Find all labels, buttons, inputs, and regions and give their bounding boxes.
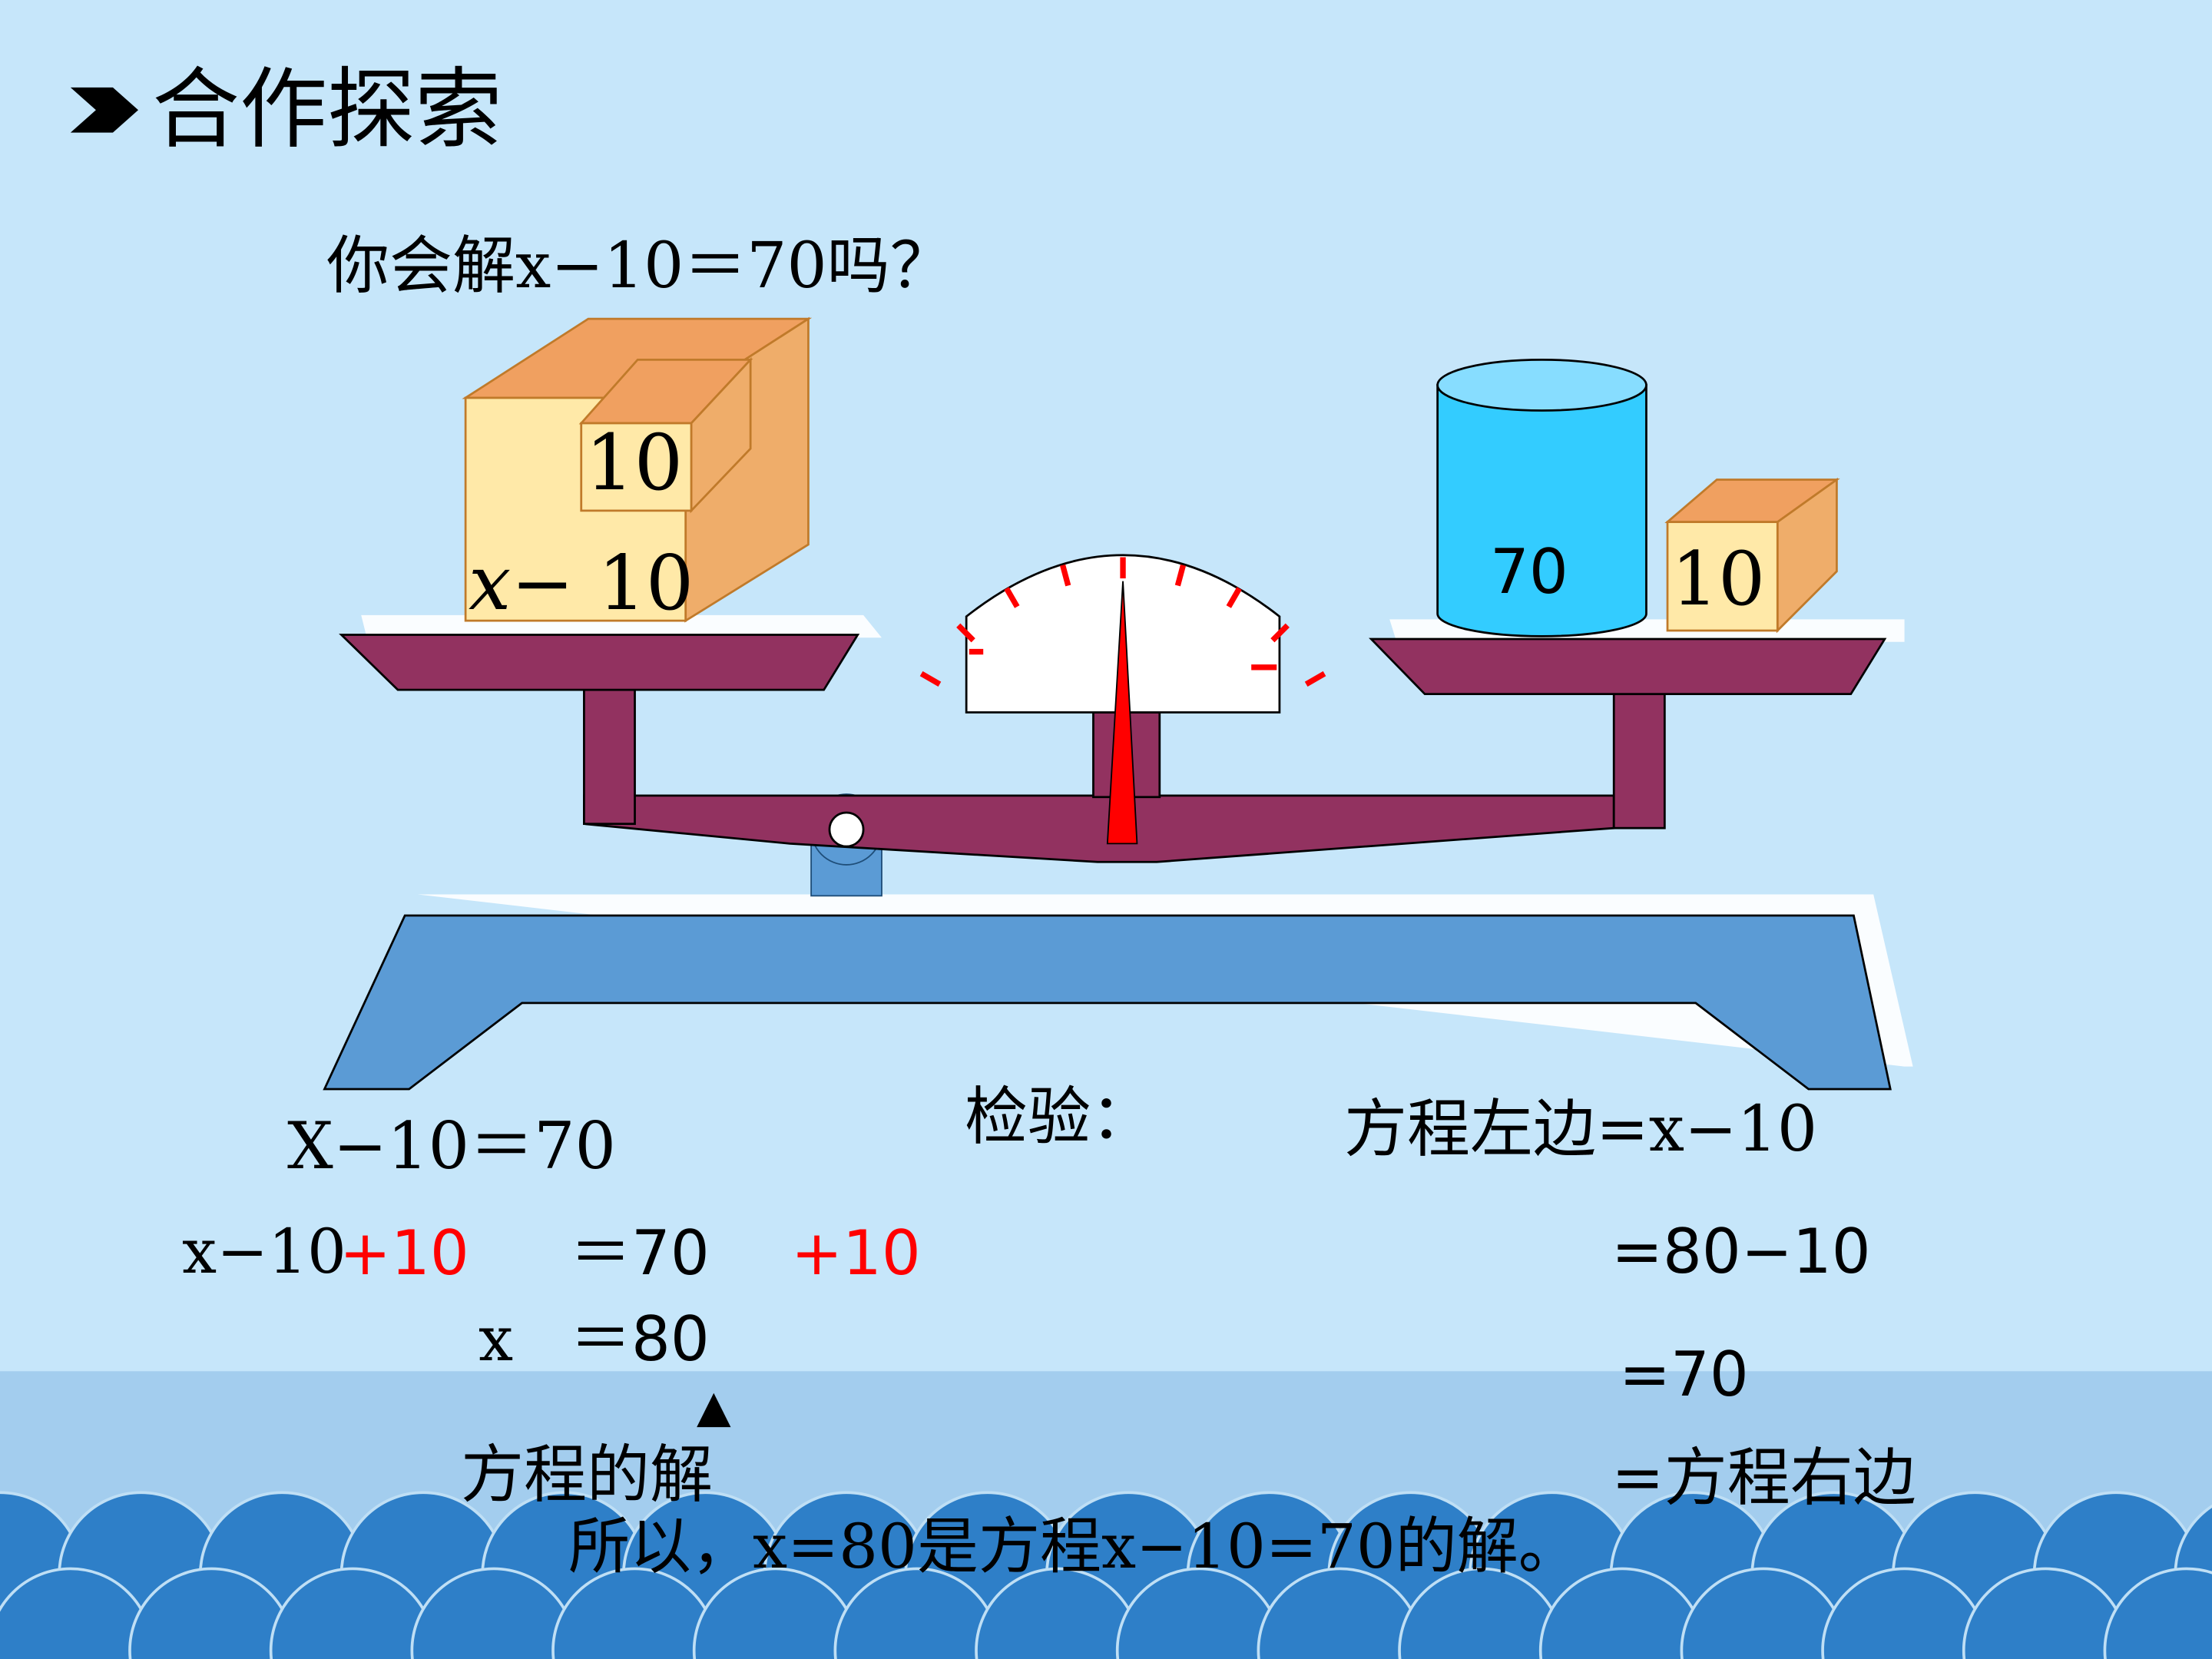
scale-base	[323, 894, 1913, 1091]
dial-tick	[1226, 587, 1242, 608]
pivot-hole	[828, 811, 865, 848]
check-line-3: =70	[1619, 1339, 1749, 1410]
solution-line-2-left: x−10	[182, 1216, 346, 1287]
block-label-variable: x	[469, 540, 512, 628]
wave-bump	[2103, 1567, 2212, 1659]
check-label: 检验：	[965, 1081, 1154, 1154]
notch-label: 10	[585, 418, 684, 508]
x-minus-10-block	[462, 316, 813, 623]
solution-label: 方程的解	[461, 1439, 714, 1512]
dial-tick	[1060, 564, 1071, 587]
solution-line-2-plus-a: +10	[339, 1217, 469, 1289]
chevron-icon	[70, 87, 138, 133]
solution-line-3-variable: x	[478, 1303, 514, 1375]
dial	[919, 554, 1326, 845]
ten-cube	[1664, 477, 1840, 634]
check-line-1: 方程左边=x−10	[1344, 1093, 1818, 1166]
check-line-2: =80−10	[1611, 1216, 1871, 1287]
block-label-rest: − 10	[511, 540, 694, 628]
right-pan	[1369, 619, 1905, 696]
wave-decoration	[0, 1371, 2212, 1659]
dial-tick	[919, 671, 942, 687]
dial-tick	[956, 623, 975, 643]
dial-tick	[1304, 671, 1326, 687]
dial-needle	[1106, 581, 1138, 845]
conclusion-text: 所以，x=80是方程x−10=70的解。	[568, 1511, 1580, 1582]
cube-label: 10	[1671, 536, 1766, 622]
dial-tick	[1270, 623, 1290, 643]
solution-line-2-equals: ＝70	[570, 1217, 710, 1289]
dial-tick	[1174, 564, 1187, 587]
solution-line-2-plus-b: +10	[791, 1217, 921, 1289]
page-title: 合作探索	[152, 58, 503, 161]
check-line-4: =方程右边	[1611, 1442, 1916, 1515]
dial-tick	[1004, 587, 1020, 608]
left-pan	[339, 614, 882, 691]
question-text: 你会解x−10＝70吗？	[326, 230, 953, 303]
block-label: x− 10	[469, 546, 694, 621]
cylinder-label: 70	[1490, 536, 1568, 608]
seventy-cylinder	[1436, 358, 1647, 637]
up-arrow-icon: ▲	[697, 1380, 731, 1432]
solution-line-3-equals: ＝80	[570, 1303, 710, 1375]
solution-line-1: X−10＝70	[287, 1108, 616, 1184]
